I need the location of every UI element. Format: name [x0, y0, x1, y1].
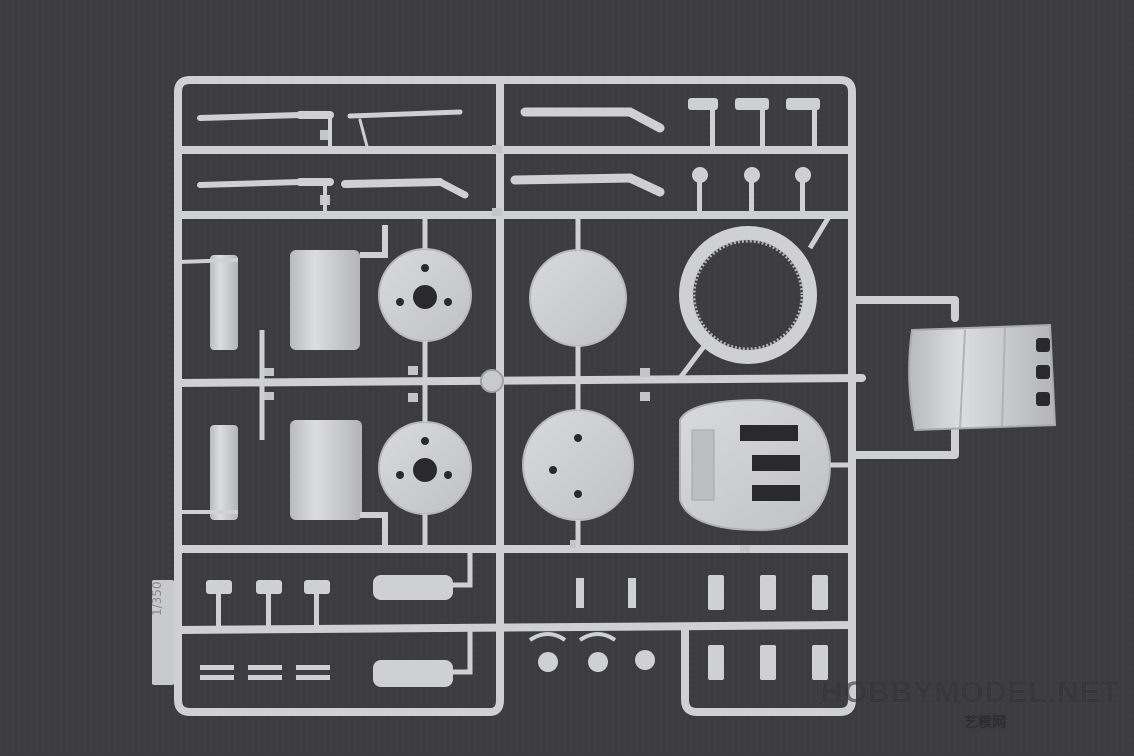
sprue-frame — [174, 76, 959, 716]
small-parts-bottom-left — [200, 549, 473, 687]
turret-front-block — [908, 323, 1057, 432]
turret-roof — [679, 398, 852, 532]
turret-gear-ring — [678, 213, 833, 380]
small-parts-bottom-center — [528, 575, 828, 680]
small-fittings-top-right — [688, 98, 820, 215]
watermark-text: HOBBYMODEL.NET — [821, 676, 1120, 709]
turret-base-discs — [378, 215, 472, 549]
gun-barrels-top — [197, 107, 665, 217]
deck-discs — [522, 215, 634, 549]
turret-side-panels — [177, 225, 388, 548]
sprue-tag — [152, 580, 174, 685]
watermark-subtext: 艺模网 — [964, 715, 1006, 731]
scale-label: 1/350 — [150, 581, 164, 616]
center-hub — [480, 369, 504, 393]
